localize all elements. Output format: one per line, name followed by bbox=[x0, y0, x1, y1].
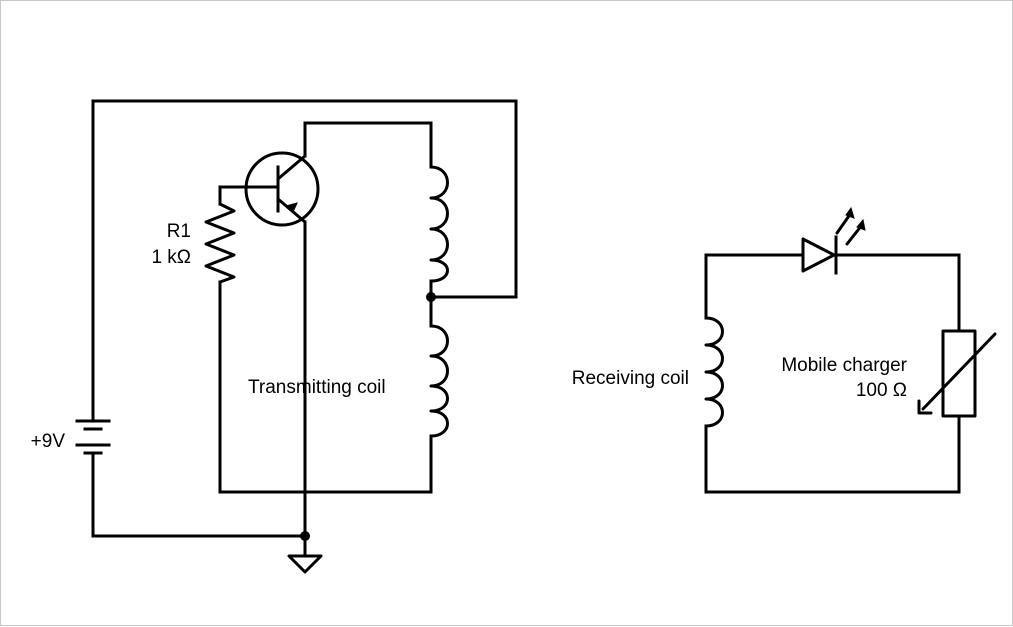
led-symbol bbox=[801, 206, 866, 275]
wire-resistor-to-bottom bbox=[218, 280, 433, 494]
variable-arrow-icon bbox=[921, 332, 997, 411]
variable-resistor-symbol bbox=[941, 329, 977, 418]
resistor-value: 1 kΩ bbox=[151, 247, 191, 268]
wire-supply-loop bbox=[91, 99, 518, 423]
junction-ground bbox=[300, 531, 310, 541]
wire-receiver-top-left bbox=[704, 253, 805, 320]
battery-symbol bbox=[75, 419, 111, 455]
resistor-r1-symbol bbox=[204, 202, 236, 284]
transmitter-circuit: +9V R1 1 kΩ Transmitting coil bbox=[31, 99, 518, 574]
wire-collector bbox=[303, 121, 433, 169]
load-name-label: Mobile charger bbox=[781, 355, 907, 376]
lower-coil-symbol bbox=[429, 324, 449, 438]
wire-receiver-top-right bbox=[834, 253, 961, 333]
junction-coil-tap bbox=[426, 292, 436, 302]
receiver-circuit: Receiving coil Mobile charger 100 Ω bbox=[572, 206, 997, 494]
receiving-coil-symbol bbox=[704, 316, 724, 428]
receiving-coil-label: Receiving coil bbox=[572, 368, 689, 389]
wire-base-to-resistor bbox=[218, 185, 280, 206]
wire-receiver-bottom bbox=[704, 414, 961, 494]
battery-label: +9V bbox=[31, 431, 66, 452]
load-value-label: 100 Ω bbox=[856, 380, 907, 401]
upper-coil-symbol bbox=[429, 165, 449, 283]
wire-battery-ground bbox=[91, 451, 307, 538]
transmitting-coil-label: Transmitting coil bbox=[248, 377, 386, 398]
resistor-designator: R1 bbox=[167, 221, 191, 242]
emitter-arrow-icon bbox=[284, 202, 298, 213]
ground-icon bbox=[287, 554, 323, 574]
transistor-symbol bbox=[244, 151, 320, 227]
